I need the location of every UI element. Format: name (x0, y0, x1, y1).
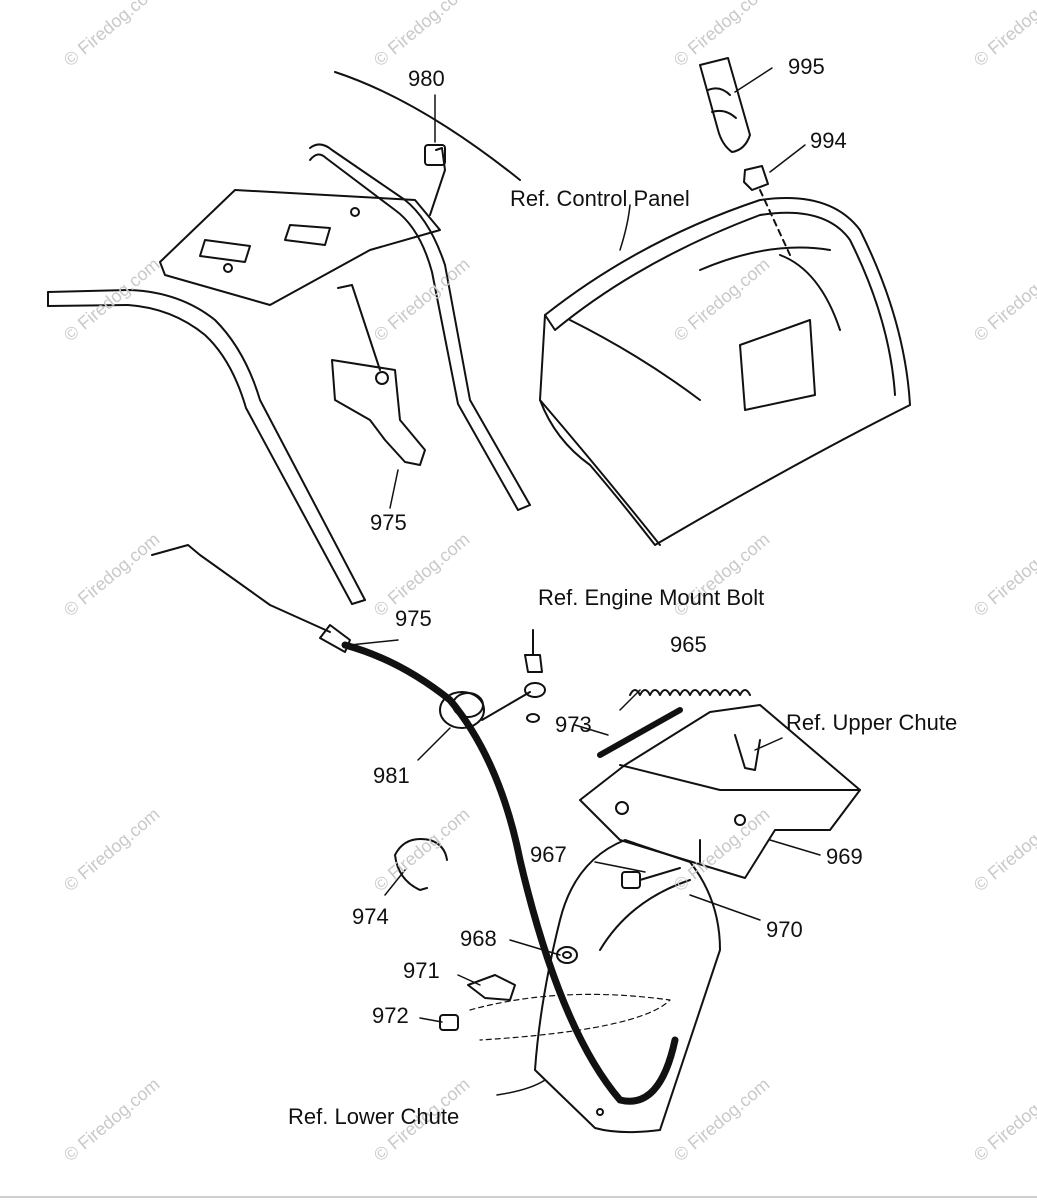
ref-upper-chute-label: Ref. Upper Chute (786, 710, 958, 735)
part-number-969: 969 (826, 844, 863, 869)
ref-control-panel-label: Ref. Control Panel (510, 186, 690, 211)
ref-lower-chute-label: Ref. Lower Chute (288, 1104, 460, 1129)
hardware (394, 838, 681, 1031)
shift-bracket (331, 144, 446, 466)
part-number-994: 994 (810, 128, 847, 153)
part-number-970: 970 (766, 917, 803, 942)
part-number-975-cable: 975 (395, 606, 432, 631)
cable-clamp (439, 629, 546, 729)
part-number-971: 971 (403, 958, 440, 983)
reference-dashed-line (469, 993, 671, 1041)
part-number-967: 967 (530, 842, 567, 867)
shift-cable (151, 544, 679, 1105)
part-number-981: 981 (373, 763, 410, 788)
ref-engine-mount-bolt-label: Ref. Engine Mount Bolt (538, 585, 765, 610)
grip-and-nut (699, 57, 791, 256)
part-number-972: 972 (372, 1003, 409, 1028)
spring-and-rod (597, 689, 751, 758)
part-number-975-bracket: 975 (370, 510, 407, 535)
part-number-968: 968 (460, 926, 497, 951)
control-panel (539, 197, 911, 546)
part-number-980: 980 (408, 66, 445, 91)
leader-lines (349, 67, 821, 1096)
handle-frame-assembly (47, 71, 531, 605)
lower-chute (534, 839, 721, 1134)
bottom-divider (0, 1196, 1037, 1198)
part-number-974: 974 (352, 904, 389, 929)
part-number-995: 995 (788, 54, 825, 79)
part-number-973: 973 (555, 712, 592, 737)
part-number-965: 965 (670, 632, 707, 657)
